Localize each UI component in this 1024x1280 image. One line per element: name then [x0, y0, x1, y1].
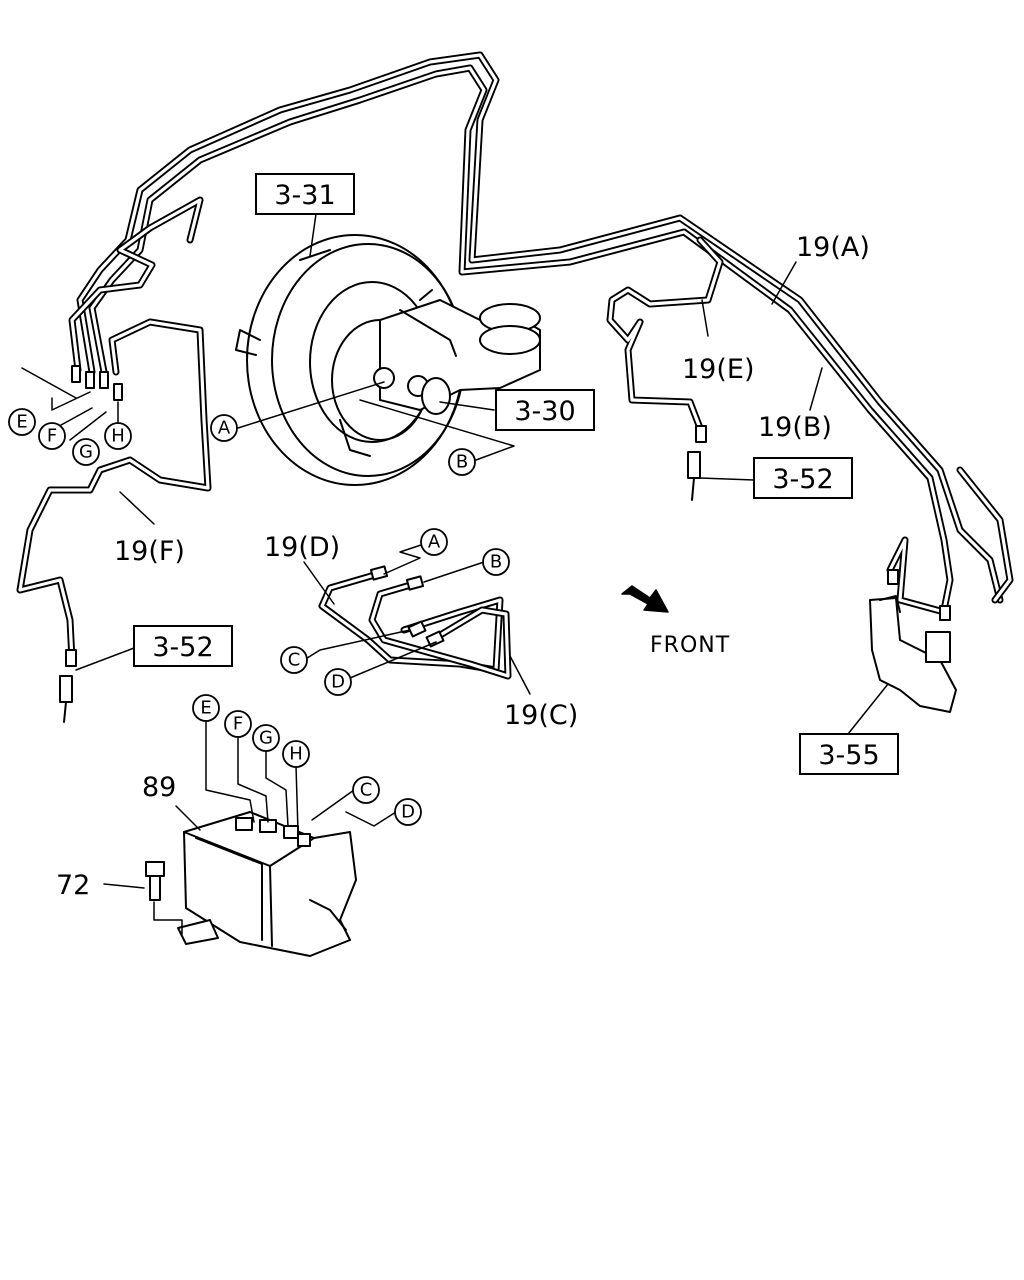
ref-box-master-cylinder[interactable]: 3-30 — [495, 389, 595, 431]
connector-g-left-label: G — [79, 442, 93, 463]
a-break-line — [383, 541, 431, 575]
connector-f-left: F — [38, 422, 66, 450]
ref-box-hose-right-label: 3-52 — [772, 464, 833, 495]
label-hcu-89: 89 — [142, 772, 176, 803]
c-leader — [303, 629, 411, 661]
connector-e-left: E — [8, 408, 36, 436]
connector-a-pipe: A — [420, 528, 448, 556]
connector-c-hcu-label: C — [360, 780, 373, 801]
connector-g-hcu: G — [252, 724, 280, 752]
connector-a-booster: A — [210, 414, 238, 442]
connector-a-pipe-label: A — [428, 532, 441, 553]
connector-f-hcu: F — [224, 710, 252, 738]
connector-e-left-label: E — [16, 412, 27, 433]
bracket-assembly — [869, 569, 957, 713]
pipe-19a — [76, 51, 1004, 604]
b-leader — [423, 561, 485, 583]
connector-b-pipe: B — [482, 548, 510, 576]
hcu-unit — [177, 811, 357, 957]
connector-e-hcu: E — [192, 694, 220, 722]
arrow-down-right-icon — [621, 585, 669, 613]
d-leader — [349, 641, 437, 679]
pipe-19c-19d — [318, 565, 512, 680]
connector-f-hcu-label: F — [233, 714, 243, 735]
ref-box-bracket-label: 3-55 — [818, 740, 879, 771]
pipe-19e — [606, 236, 724, 432]
connector-a-booster-label: A — [218, 418, 231, 439]
label-pipe-19c: 19(C) — [504, 700, 578, 731]
pipe-right-end — [886, 466, 1014, 616]
connector-b-booster: B — [448, 448, 476, 476]
connector-c-pipe: C — [280, 646, 308, 674]
connector-g-hcu-label: G — [259, 728, 273, 749]
ref-box-hose-left[interactable]: 3-52 — [133, 625, 233, 667]
hose-left — [59, 649, 77, 723]
front-direction-label: FRONT — [650, 633, 730, 658]
connector-h-hcu-label: H — [289, 744, 303, 765]
ref-box-booster-label: 3-31 — [274, 180, 335, 211]
label-pipe-19b: 19(B) — [758, 412, 832, 443]
connector-d-pipe-label: D — [331, 672, 345, 693]
leader-lines — [75, 213, 889, 889]
label-pipe-19f: 19(F) — [114, 536, 185, 567]
ref-box-booster[interactable]: 3-31 — [255, 173, 355, 215]
master-cylinder — [373, 299, 541, 415]
label-bolt-72: 72 — [56, 870, 90, 901]
connector-b-pipe-label: B — [490, 552, 502, 573]
hose-right — [687, 425, 707, 501]
bolt-72 — [145, 861, 183, 935]
connector-e-hcu-label: E — [200, 698, 211, 719]
label-pipe-19d: 19(D) — [264, 532, 340, 563]
connector-h-left: H — [104, 422, 132, 450]
connector-f-left-label: F — [47, 426, 57, 447]
label-pipe-19e: 19(E) — [682, 354, 754, 385]
connector-h-left-label: H — [111, 426, 125, 447]
connector-g-left: G — [72, 438, 100, 466]
connector-b-booster-label: B — [456, 452, 468, 473]
ref-box-hose-right[interactable]: 3-52 — [753, 457, 853, 499]
ref-box-hose-left-label: 3-52 — [152, 632, 213, 663]
connector-c-pipe-label: C — [288, 650, 301, 671]
left-fittings — [21, 365, 123, 441]
connector-d-hcu: D — [394, 798, 422, 826]
label-pipe-19a: 19(A) — [796, 232, 870, 263]
connector-h-hcu: H — [282, 740, 310, 768]
connector-d-pipe: D — [324, 668, 352, 696]
pipe-left-lines — [16, 196, 212, 664]
connector-d-hcu-label: D — [401, 802, 415, 823]
ref-box-master-cylinder-label: 3-30 — [514, 396, 575, 427]
ref-box-bracket[interactable]: 3-55 — [799, 733, 899, 775]
connector-c-hcu: C — [352, 776, 380, 804]
